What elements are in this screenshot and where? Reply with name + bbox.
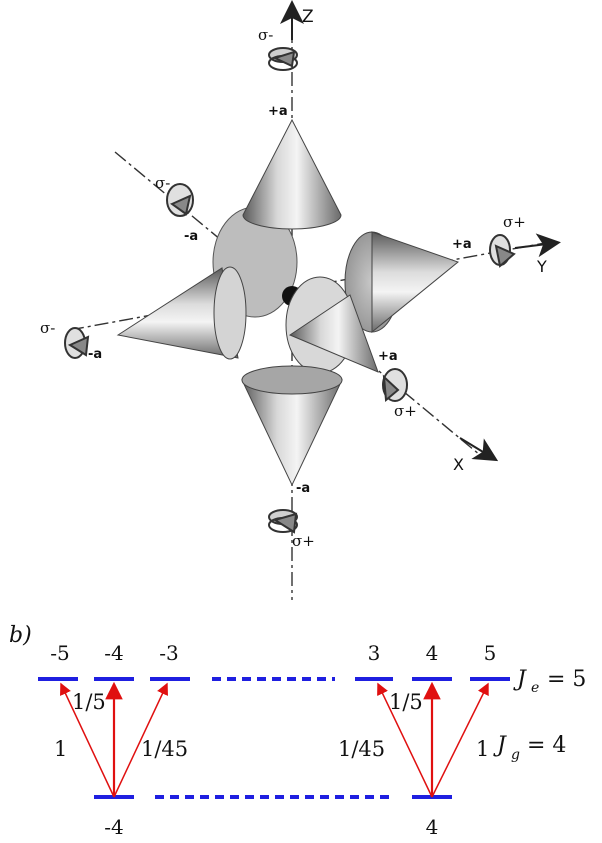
- transitions: [60, 681, 489, 798]
- transition-arrow: [113, 682, 168, 798]
- sigma-front: σ+: [394, 402, 417, 420]
- excited-label: 5: [484, 641, 497, 665]
- panel-label-b: b): [9, 623, 32, 648]
- ring-top: [268, 47, 298, 71]
- excited-label: 3: [368, 641, 381, 665]
- pos-front: +a: [378, 349, 398, 364]
- ring-bottom: [268, 509, 298, 534]
- transition-arrow: [60, 682, 115, 798]
- sigma-upper-left: σ-: [155, 174, 170, 192]
- pos-left: -a: [88, 347, 102, 362]
- transition-arrow: [377, 682, 433, 798]
- pos-upper-left: -a: [184, 229, 198, 244]
- svg-text:= 5: = 5: [547, 667, 586, 692]
- strength-label: 1: [54, 737, 67, 761]
- cone-left: [116, 266, 247, 360]
- x-axis-label: X: [453, 455, 464, 474]
- polarization-rings: [64, 47, 516, 534]
- svg-text:J: J: [513, 667, 527, 692]
- mot-diagram: Z Y X σ- σ- σ- σ+ σ+ σ+ +a -a -a +a +a -…: [40, 0, 561, 600]
- y-axis-label: Y: [536, 257, 547, 276]
- cone-right: [344, 231, 460, 334]
- strength-label: 1/45: [338, 737, 385, 761]
- excited-label: 4: [426, 641, 439, 665]
- transition-arrow: [431, 682, 489, 798]
- sigma-right: σ+: [503, 213, 526, 231]
- ring-left: [64, 327, 90, 359]
- pos-top: +a: [268, 104, 288, 119]
- cone-bottom: [241, 365, 343, 487]
- excited-label: -5: [50, 641, 69, 665]
- svg-text:g: g: [511, 747, 520, 763]
- z-axis-label: Z: [302, 7, 314, 27]
- sigma-bottom: σ+: [292, 532, 315, 550]
- jg-label: J g = 4: [493, 733, 566, 763]
- y-arrow: [514, 233, 561, 258]
- strength-label: 1/5: [389, 690, 423, 714]
- svg-text:e: e: [531, 680, 539, 696]
- sigma-left: σ-: [40, 319, 55, 337]
- ring-right: [489, 234, 516, 268]
- je-label: J e = 5: [513, 667, 586, 696]
- sigma-top: σ-: [258, 26, 273, 44]
- x-arrow: [459, 437, 499, 462]
- excited-label: -3: [159, 641, 178, 665]
- pos-right: +a: [452, 237, 472, 252]
- level-diagram: b) -5 -4 -3 3 4 5: [9, 623, 586, 839]
- svg-text:= 4: = 4: [527, 733, 566, 758]
- cone-top: [242, 118, 342, 230]
- ring-upper-left: [166, 183, 194, 217]
- ring-front: [382, 368, 408, 402]
- strength-label: 1/5: [72, 690, 106, 714]
- svg-text:J: J: [493, 733, 507, 758]
- ground-label: 4: [426, 815, 439, 839]
- pos-bottom: -a: [296, 481, 310, 496]
- strength-label: 1: [476, 737, 489, 761]
- excited-label: -4: [104, 641, 123, 665]
- strength-label: 1/45: [141, 737, 188, 761]
- ground-label: -4: [104, 815, 123, 839]
